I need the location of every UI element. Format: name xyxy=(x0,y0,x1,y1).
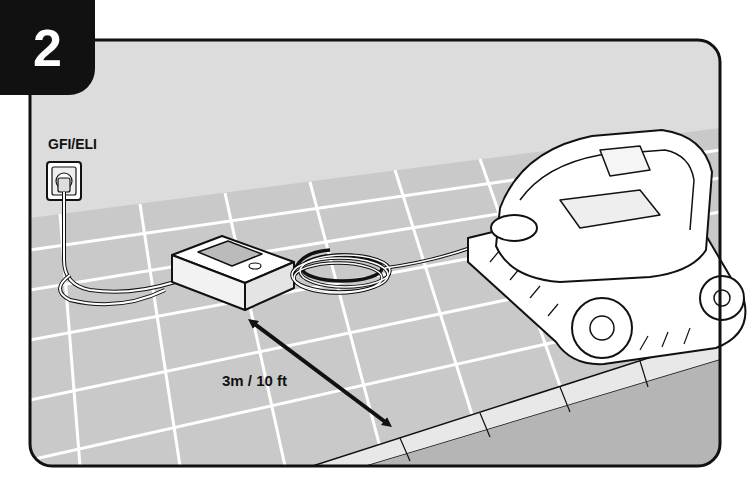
scene xyxy=(30,40,720,466)
pool-wall xyxy=(320,360,720,466)
pool-robot xyxy=(468,130,745,364)
power-supply xyxy=(172,236,294,310)
outlet-label: GFI/ELI xyxy=(48,136,97,152)
coping-joints xyxy=(400,361,648,461)
power-cable xyxy=(64,192,175,292)
step-number: 2 xyxy=(33,22,62,74)
step-badge: 2 xyxy=(0,0,95,95)
panel-frame xyxy=(30,40,720,466)
dimension-label: 3m / 10 ft xyxy=(222,372,287,389)
